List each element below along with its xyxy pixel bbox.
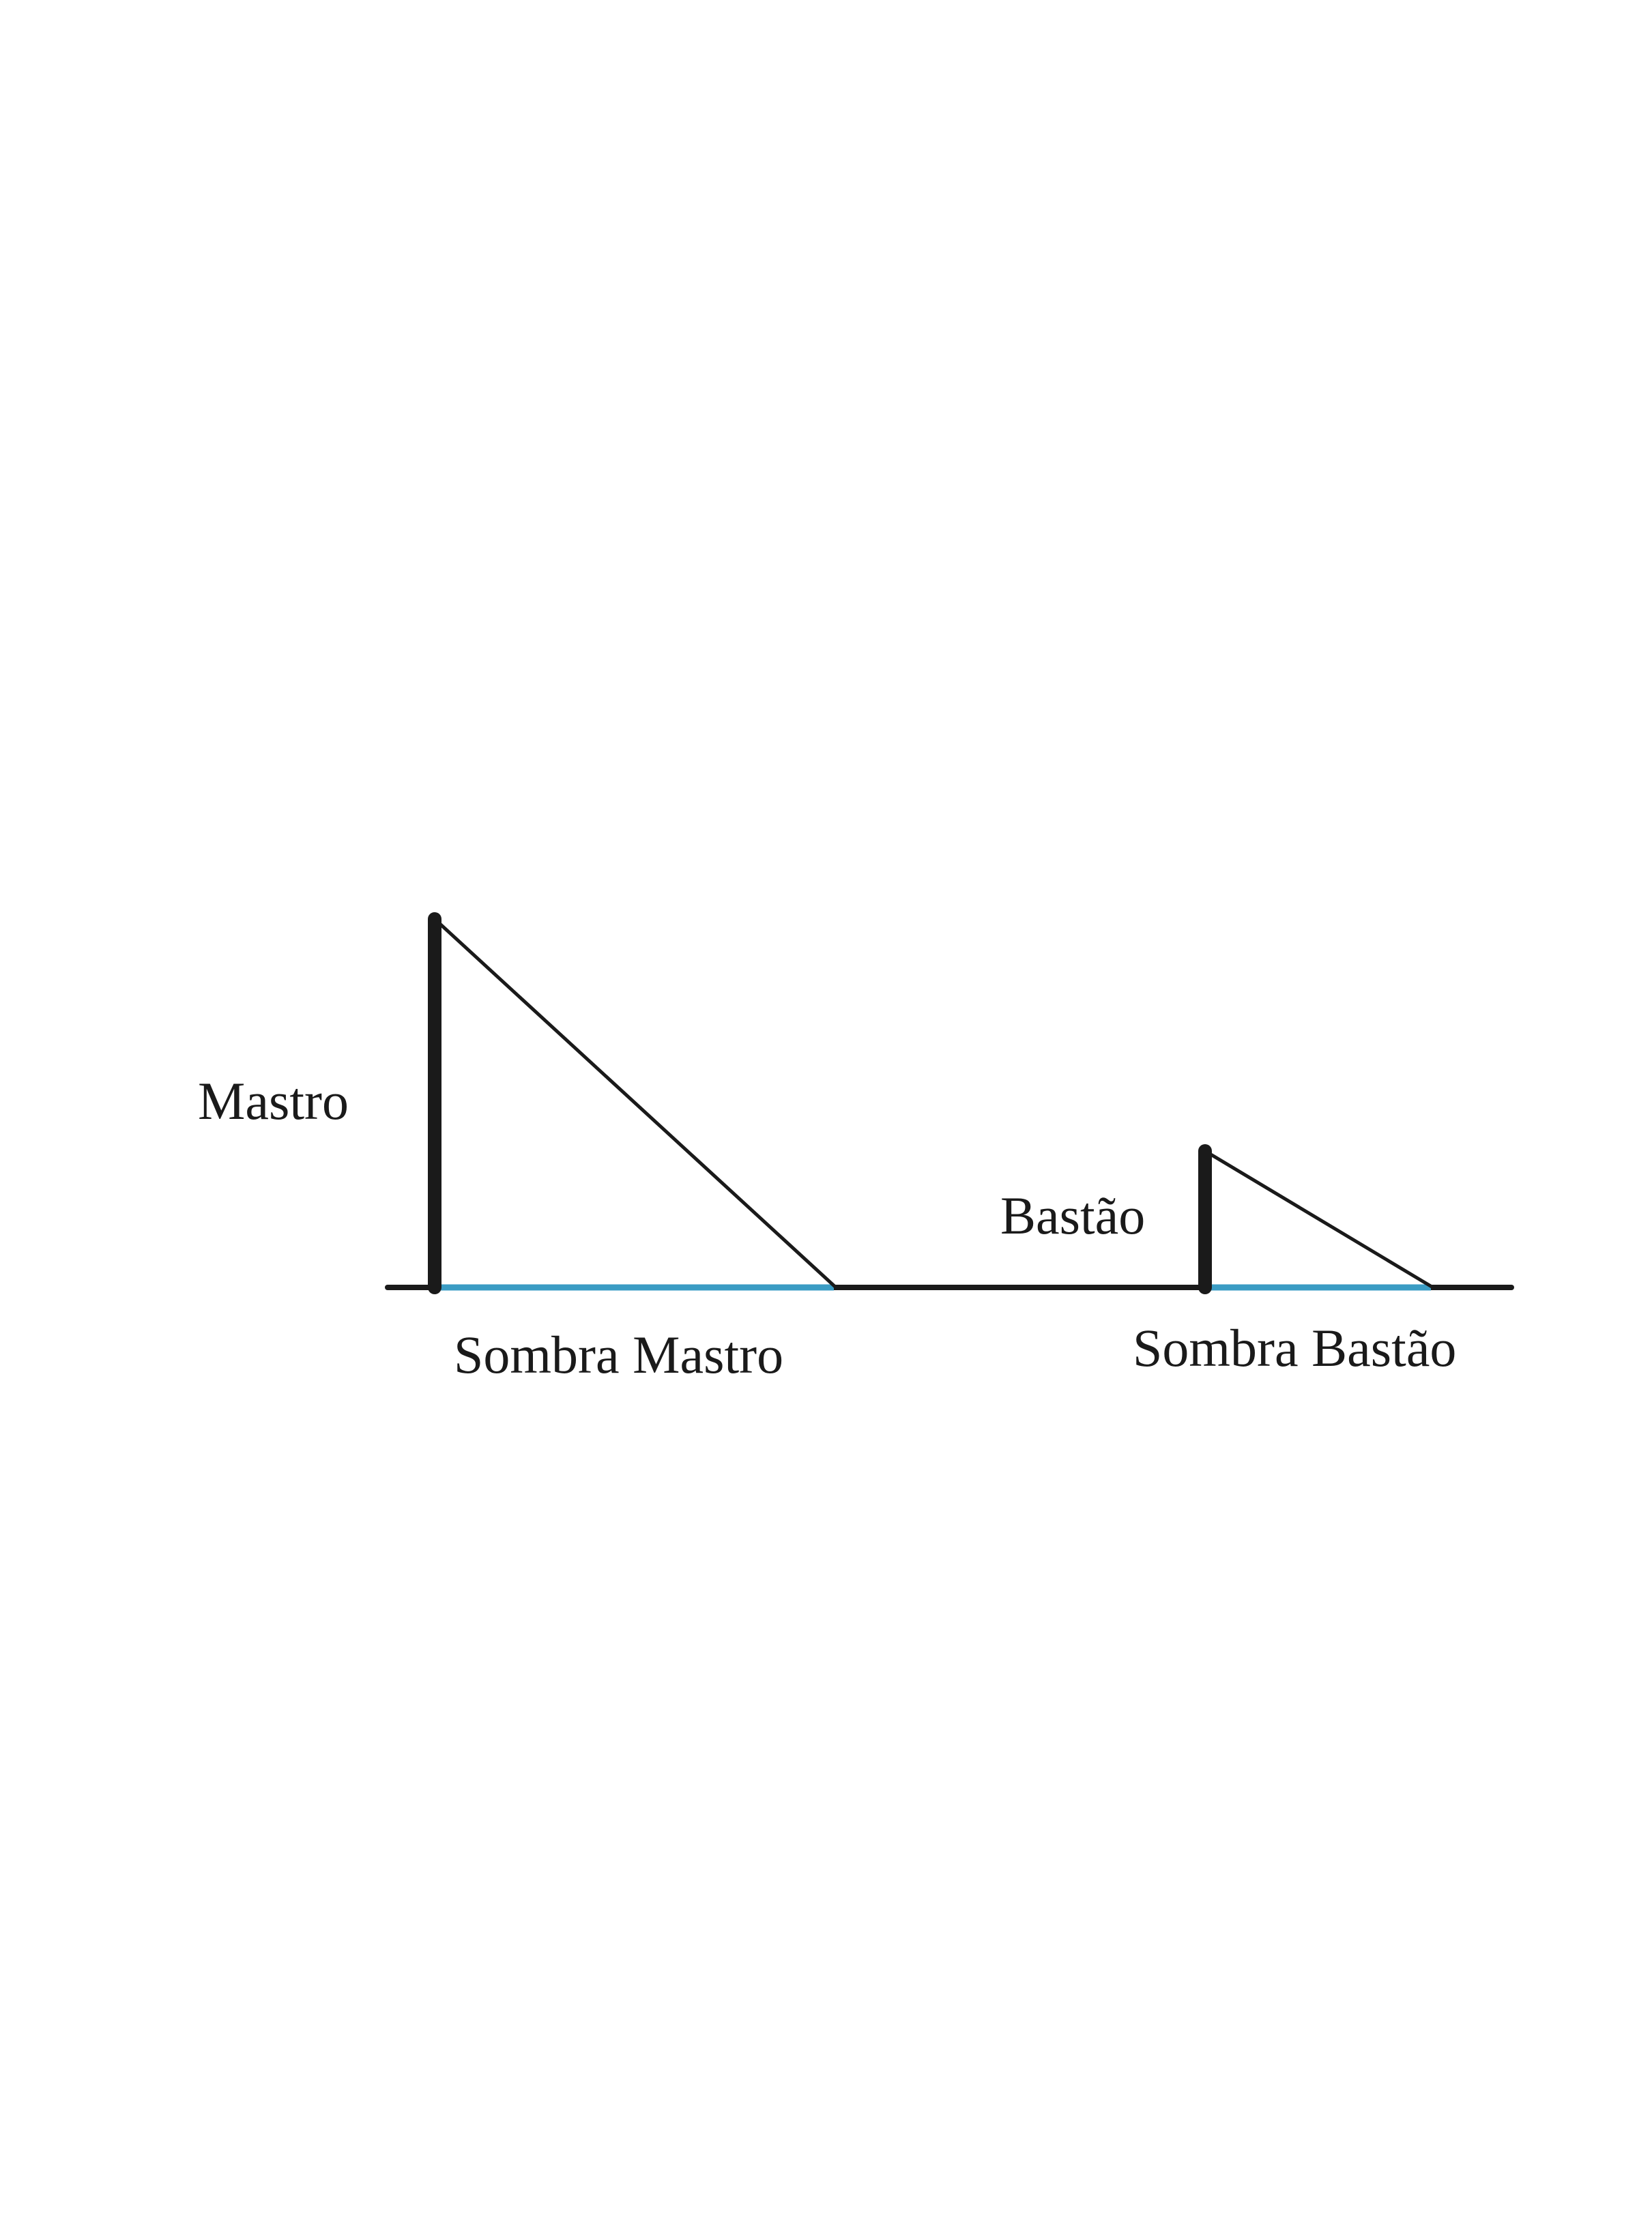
staff-shadow-label: Sombra Bastão	[1133, 1318, 1456, 1377]
mast-shadow-label: Sombra Mastro	[454, 1325, 783, 1384]
mast-sun-ray	[433, 917, 838, 1289]
staff-label: Bastão	[1000, 1186, 1145, 1245]
mast-label: Mastro	[198, 1071, 349, 1131]
staff-sun-ray	[1203, 1149, 1435, 1289]
